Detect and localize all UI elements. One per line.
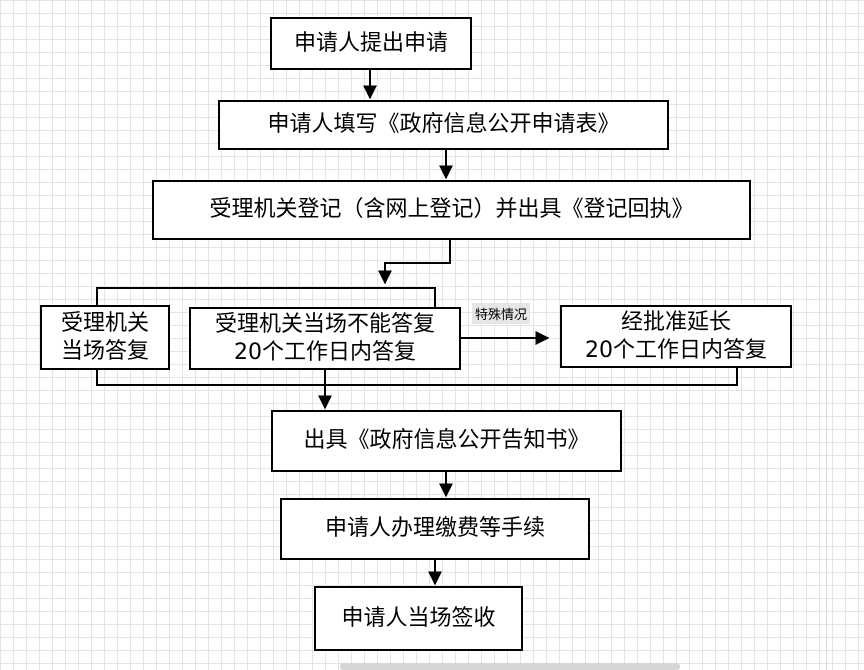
node-extension-line2: 20个工作日内答复 xyxy=(585,337,767,363)
canvas-right-edge xyxy=(826,0,827,670)
node-fee-text: 申请人办理缴费等手续 xyxy=(324,516,545,542)
node-notice: 出具《政府信息公开告知书》 xyxy=(271,410,622,472)
horizontal-scrollbar[interactable] xyxy=(340,663,680,670)
node-sign-text: 申请人当场签收 xyxy=(341,605,496,631)
node-fill-form-text: 申请人填写《政府信息公开申请表》 xyxy=(267,112,620,138)
node-on-site-answer-line2: 当场答复 xyxy=(60,338,149,364)
node-apply: 申请人提出申请 xyxy=(270,17,472,70)
node-register-text: 受理机关登记（含网上登记）并出具《登记回执》 xyxy=(209,197,694,223)
node-fill-form: 申请人填写《政府信息公开申请表》 xyxy=(218,100,669,150)
node-notice-text: 出具《政府信息公开告知书》 xyxy=(303,428,590,454)
node-apply-text: 申请人提出申请 xyxy=(293,30,448,56)
node-extension-line1: 经批准延长 xyxy=(620,310,731,335)
node-on-site-answer: 受理机关 当场答复 xyxy=(40,305,170,370)
node-not-on-site: 受理机关当场不能答复 20个工作日内答复 xyxy=(189,307,461,370)
edge-register-to-split xyxy=(378,240,451,285)
node-sign: 申请人当场签收 xyxy=(314,586,523,651)
node-on-site-answer-line1: 受理机关 xyxy=(60,311,149,336)
node-not-on-site-line2: 20个工作日内答复 xyxy=(233,339,416,365)
edge-label-special-case: 特殊情况 xyxy=(472,303,531,324)
node-fee: 申请人办理缴费等手续 xyxy=(280,498,590,560)
node-register: 受理机关登记（含网上登记）并出具《登记回执》 xyxy=(152,180,751,240)
node-not-on-site-line1: 受理机关当场不能答复 xyxy=(214,312,435,337)
edge-merge-bracket xyxy=(96,368,738,386)
edge-split-bracket xyxy=(96,287,436,307)
node-extension: 经批准延长 20个工作日内答复 xyxy=(560,305,792,368)
